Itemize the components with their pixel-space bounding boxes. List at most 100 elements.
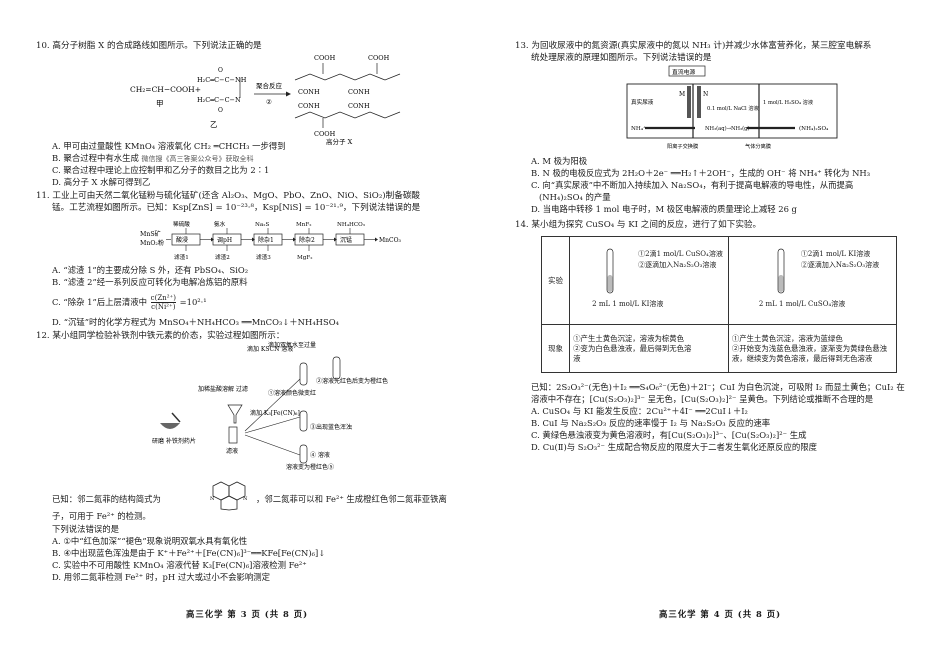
q10-option-a: A. 甲可由过量酸性 KMnO₄ 溶液氧化 CH₂ ═CHCH₃ 一步得到 <box>52 141 286 151</box>
q12-experiment-diagram: 研磨 补铁剂药片 加稀盐酸溶解 过滤 滤液 滴加 KSCN 溶液 滴加双氧水至过… <box>152 341 388 471</box>
power-supply-icon <box>668 65 706 77</box>
q14-stem: 14. 某小组为探究 CuSO₄ 与 KI 之间的反应，进行了如下实验。 <box>515 220 762 230</box>
q11-stem-line2: 锰。工艺流程如图所示。已知：Ksp[ZnS] = 10⁻²³·⁸，Ksp[NiS… <box>52 203 421 213</box>
label-cation-membrane: 阳离子交换膜 <box>667 142 698 150</box>
label-gas-membrane: 气体分离膜 <box>745 142 771 150</box>
svg-text:N: N <box>210 496 215 502</box>
tube-4-icon <box>299 444 308 464</box>
observation-2-cell: ①产生土黄色沉淀，溶液为蓝绿色 ②开始变为浅蓝色悬浊液，逐渐变为黄绿色悬浊 液，… <box>727 324 898 373</box>
flow-residue-label: 滤渣1 <box>174 253 189 261</box>
svg-text:M: M <box>679 91 685 98</box>
q13-option-b: B. N 极的电极反应式为 2H₂O＋2e⁻ ══H₂↑＋2OH⁻，生成的 OH… <box>531 168 871 178</box>
diagram-result-1: ①溶液颜色微变红 <box>268 389 316 397</box>
svg-text:CONH: CONH <box>298 102 320 110</box>
q13-option-c-line1: C. 向“真实尿液”中不断加入持续加入 Na₂SO₄，有利于提高电解液的导电性，… <box>531 180 854 190</box>
test-tube-1-icon <box>606 248 614 294</box>
flow-input-mno2: MnO₂粉 <box>140 239 164 247</box>
flow-reagent-label: NH₄HCO₃ <box>337 222 365 228</box>
diagram-tablet-label: 研磨 补铁剂药片 <box>152 437 196 445</box>
tube-1-icon <box>299 362 308 386</box>
diagram-result-3: ③出现蓝色浑浊 <box>310 423 352 431</box>
q11-stem-line1: 11. 工业上可由天然二氧化锰粉与硫化锰矿(还含 Al₂O₃、MgO、PbO、Z… <box>36 191 421 201</box>
q13-option-d: D. 当电路中转移 1 mol 电子时，M 极区电解液的质量理论上减轻 26 g <box>531 204 797 214</box>
q10-option-c: C. 聚合过程中理论上应控制甲和乙分子的数目之比为 2∶1 <box>52 165 270 175</box>
q10-option-d: D. 高分子 X 水解可得到乙 <box>52 177 151 187</box>
q14-experiment-table: 实验 ①2滴1 mol/L CuSO₄溶液 ②逐滴加入Na₂S₂O₃溶液 2 m… <box>540 236 898 373</box>
q14-option-d: D. Cu(Ⅱ)与 S₂O₃²⁻ 生成配合物反应的限度大于二者发生氧化还原反应的… <box>531 442 817 452</box>
flow-reagent-label: Na₂S <box>255 222 269 228</box>
svg-text:H₂C═C−C−N: H₂C═C−C−N <box>197 96 241 104</box>
flow-product-label: MnCO₃ <box>379 237 402 244</box>
exp1-tube-content: 2 mL 1 mol/L KI溶液 <box>592 300 664 308</box>
svg-text:CONH: CONH <box>298 88 320 96</box>
q14-known-line2: 溶液中不存在；[Cu(S₂O₃)₂]³⁻ 呈无色，[Cu(S₂O₃)₂]²⁻ 呈… <box>531 394 874 404</box>
experiment-1-cell: ①2滴1 mol/L CuSO₄溶液 ②逐滴加入Na₂S₂O₃溶液 2 mL 1… <box>569 236 729 325</box>
q12-option-b: B. ④中出现蓝色浑浊是由于 K⁺＋Fe²⁺＋[Fe(CN)₆]³⁻══KFe[… <box>52 548 326 558</box>
q12-known-line3: 子，可用于 Fe²⁺ 的检测。 <box>52 511 151 521</box>
svg-text:(NH₄)₂SO₄: (NH₄)₂SO₄ <box>799 125 829 132</box>
experiment-2-cell: ①2滴1 mol/L KI溶液 ②逐滴加入Na₂S₂O₃溶液 2 mL 1 mo… <box>727 236 898 325</box>
svg-text:CONH: CONH <box>348 102 370 110</box>
q13-option-a: A. M 极为阳极 <box>531 156 588 166</box>
exp2-tube-content: 2 mL 1 mol/L CuSO₄溶液 <box>758 300 846 308</box>
q14-known-line1: 已知：2S₂O₃²⁻(无色)＋I₂ ══S₄O₆²⁻(无色)＋2I⁻；CuI 为… <box>531 382 905 392</box>
q12-option-a: A. ①中“红色加深”“褪色”现象说明双氧水具有氧化性 <box>52 536 248 546</box>
q13-stem-line1: 13. 为回收尿液中的氮资源(真实尿液中的氮以 NH₃ 计)并减少水体富营养化，… <box>515 41 872 51</box>
exam-page-4: 13. 为回收尿液中的氮资源(真实尿液中的氮以 NH₃ 计)并减少水体富营养化，… <box>475 0 950 672</box>
flow-residue-label: 滤渣2 <box>215 253 230 261</box>
diagram-result-5: 溶液变为橙红色⑤ <box>286 463 334 471</box>
q10-watermark: 微信搜《高三答案公众号》获取全科 <box>141 155 254 163</box>
diagram-k3fecn6-label: 滴加 K₃[Fe(CN)₆] <box>250 409 300 417</box>
q13-stem-line2: 统处理尿液的原理如图所示。下列说法错误的是 <box>531 53 712 63</box>
electrode-m <box>687 86 691 118</box>
flow-step-label: 除杂2 <box>299 236 315 244</box>
exp1-reagent-2: ②逐滴加入Na₂S₂O₃溶液 <box>638 261 717 269</box>
filtrate-tube-icon <box>228 426 238 444</box>
diagram-h2o2-label: 滴加双氧水至过量 <box>268 341 316 349</box>
flow-input-ore: MnS矿 <box>140 230 161 238</box>
svg-text:COOH: COOH <box>314 130 336 138</box>
q10-label-jia: 甲 <box>156 99 164 108</box>
diagram-kscn-label: 滴加 KSCN 溶液 <box>247 345 293 353</box>
svg-text:COOH: COOH <box>368 54 390 62</box>
svg-text:H₂C═C−C−NH: H₂C═C−C−NH <box>197 76 247 84</box>
q11-option-d: D. “沉锰”时的化学方程式为 MnSO₄＋NH₄HCO₃ ══MnCO₃↓＋N… <box>52 317 339 327</box>
q11-option-c: C. “除杂 1”后上层清液中 c(Zn²⁺) c(Ni²⁺) =10²·¹ <box>52 294 207 311</box>
mortar-icon <box>160 423 180 429</box>
svg-text:COOH: COOH <box>314 54 336 62</box>
q13-electrolysis-diagram: 直流电源 M N 真实尿液 0.1 mol/L NaCl 溶液 1 mol/L … <box>626 65 838 150</box>
funnel-icon <box>227 404 243 424</box>
flow-step-label: 沉锰 <box>340 236 352 244</box>
q14-option-c: C. 黄绿色悬浊液变为黄色溶液时，有[Cu(S₂O₃)₂]³⁻、[Cu(S₂O₃… <box>531 430 807 440</box>
q10-stem: 10. 高分子树脂 X 的合成路线如图所示。下列说法正确的是 <box>36 41 262 51</box>
diagram-result-2: ②溶液先红色后变为橙红色 <box>316 377 388 385</box>
q12-ask: 下列说法错误的是 <box>52 524 119 534</box>
chamber-urine: 真实尿液 <box>631 98 654 106</box>
exp2-reagent-1: ①2滴1 mol/L KI溶液 <box>800 250 871 258</box>
diagram-filtrate-label: 滤液 <box>226 447 238 455</box>
q14-option-a: A. CuSO₄ 与 KI 能发生反应：2Cu²⁺＋4I⁻ ══2CuI↓＋I₂ <box>531 406 748 416</box>
exp1-reagent-1: ①2滴1 mol/L CuSO₄溶液 <box>638 250 723 258</box>
page-3-footer: 高三化学 第 3 页 (共 8 页) <box>186 609 309 619</box>
row-label-observation: 现象 <box>540 324 571 373</box>
flow-step-label: 除杂1 <box>258 236 274 244</box>
exp2-reagent-2: ②逐滴加入Na₂S₂O₃溶液 <box>800 261 880 269</box>
chamber-h2so4: 1 mol/L H₂SO₄ 溶液 <box>763 98 813 106</box>
q10-arrow-label: 聚合反应 <box>256 81 283 90</box>
electrolysis-cell <box>626 83 838 139</box>
fraction-numerator: c(Zn²⁺) <box>150 294 176 303</box>
q13-option-c-line2: (NH₄)₂SO₄ 的产量 <box>539 192 611 202</box>
observation-1-cell: ①产生土黄色沉淀，溶液为棕黄色 ②变为白色悬浊液，最后得到无色溶 液 <box>569 324 729 373</box>
q10-product-label: 高分子 X <box>326 137 353 146</box>
exam-page-3: 10. 高分子树脂 X 的合成路线如图所示。下列说法正确的是 CH₂=CH−CO… <box>36 41 447 619</box>
q10-arrow-num: ② <box>266 98 272 106</box>
q12-option-d: D. 用邻二氮菲检测 Fe²⁺ 时，pH 过大或过小不会影响测定 <box>52 572 270 582</box>
q10-option-b: B. 聚合过程中有水生成 微信搜《高三答案公众号》获取全科 <box>52 153 254 163</box>
q10-reaction-scheme: CH₂=CH−COOH+ 甲 H₂C═C−C−NH H₂C═C−C−N O O … <box>130 54 401 146</box>
power-supply-label: 直流电源 <box>672 68 695 76</box>
diagram-result-4: ④ 溶液 <box>310 451 330 459</box>
tube-3-icon <box>299 410 308 432</box>
svg-text:NH₄⁺: NH₄⁺ <box>631 125 646 132</box>
svg-text:O: O <box>218 107 223 114</box>
